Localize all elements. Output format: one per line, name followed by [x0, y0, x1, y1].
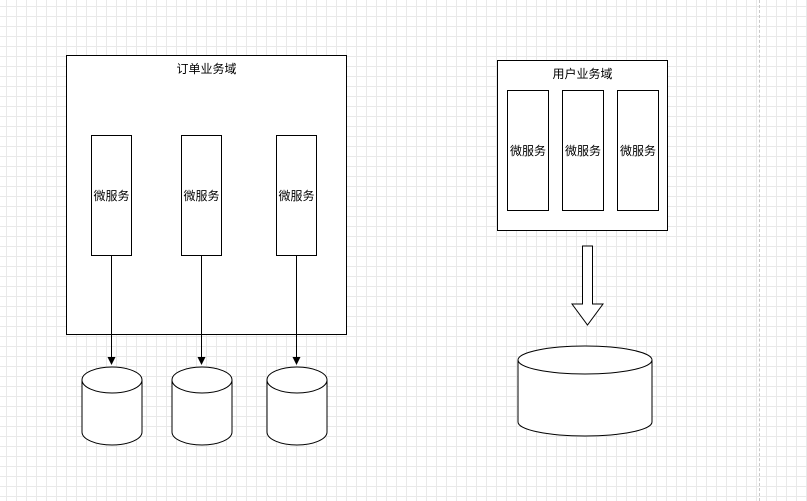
user-service-1-label: 微服务 [509, 144, 546, 158]
order-service-2[interactable]: 微服务 [181, 135, 222, 256]
order-database-2[interactable] [171, 366, 233, 446]
order-database-3[interactable] [266, 366, 328, 446]
order-database-1[interactable] [81, 366, 143, 446]
order-service-1[interactable]: 微服务 [91, 135, 132, 256]
user-service-3[interactable]: 微服务 [617, 90, 659, 211]
user-service-2[interactable]: 微服务 [562, 90, 604, 211]
page-boundary-line [759, 0, 760, 501]
user-service-3-label: 微服务 [619, 144, 656, 158]
order-service-3[interactable]: 微服务 [276, 135, 317, 256]
order-service-2-label: 微服务 [183, 189, 220, 203]
order-domain-title: 订单业务域 [176, 62, 237, 76]
order-service-1-label: 微服务 [93, 189, 130, 203]
user-domain-title: 用户业务域 [552, 67, 613, 81]
user-service-2-label: 微服务 [564, 144, 601, 158]
user-database[interactable] [517, 345, 653, 437]
user-block-arrow[interactable] [571, 245, 604, 326]
order-service-3-label: 微服务 [278, 189, 315, 203]
user-service-1[interactable]: 微服务 [507, 90, 549, 211]
